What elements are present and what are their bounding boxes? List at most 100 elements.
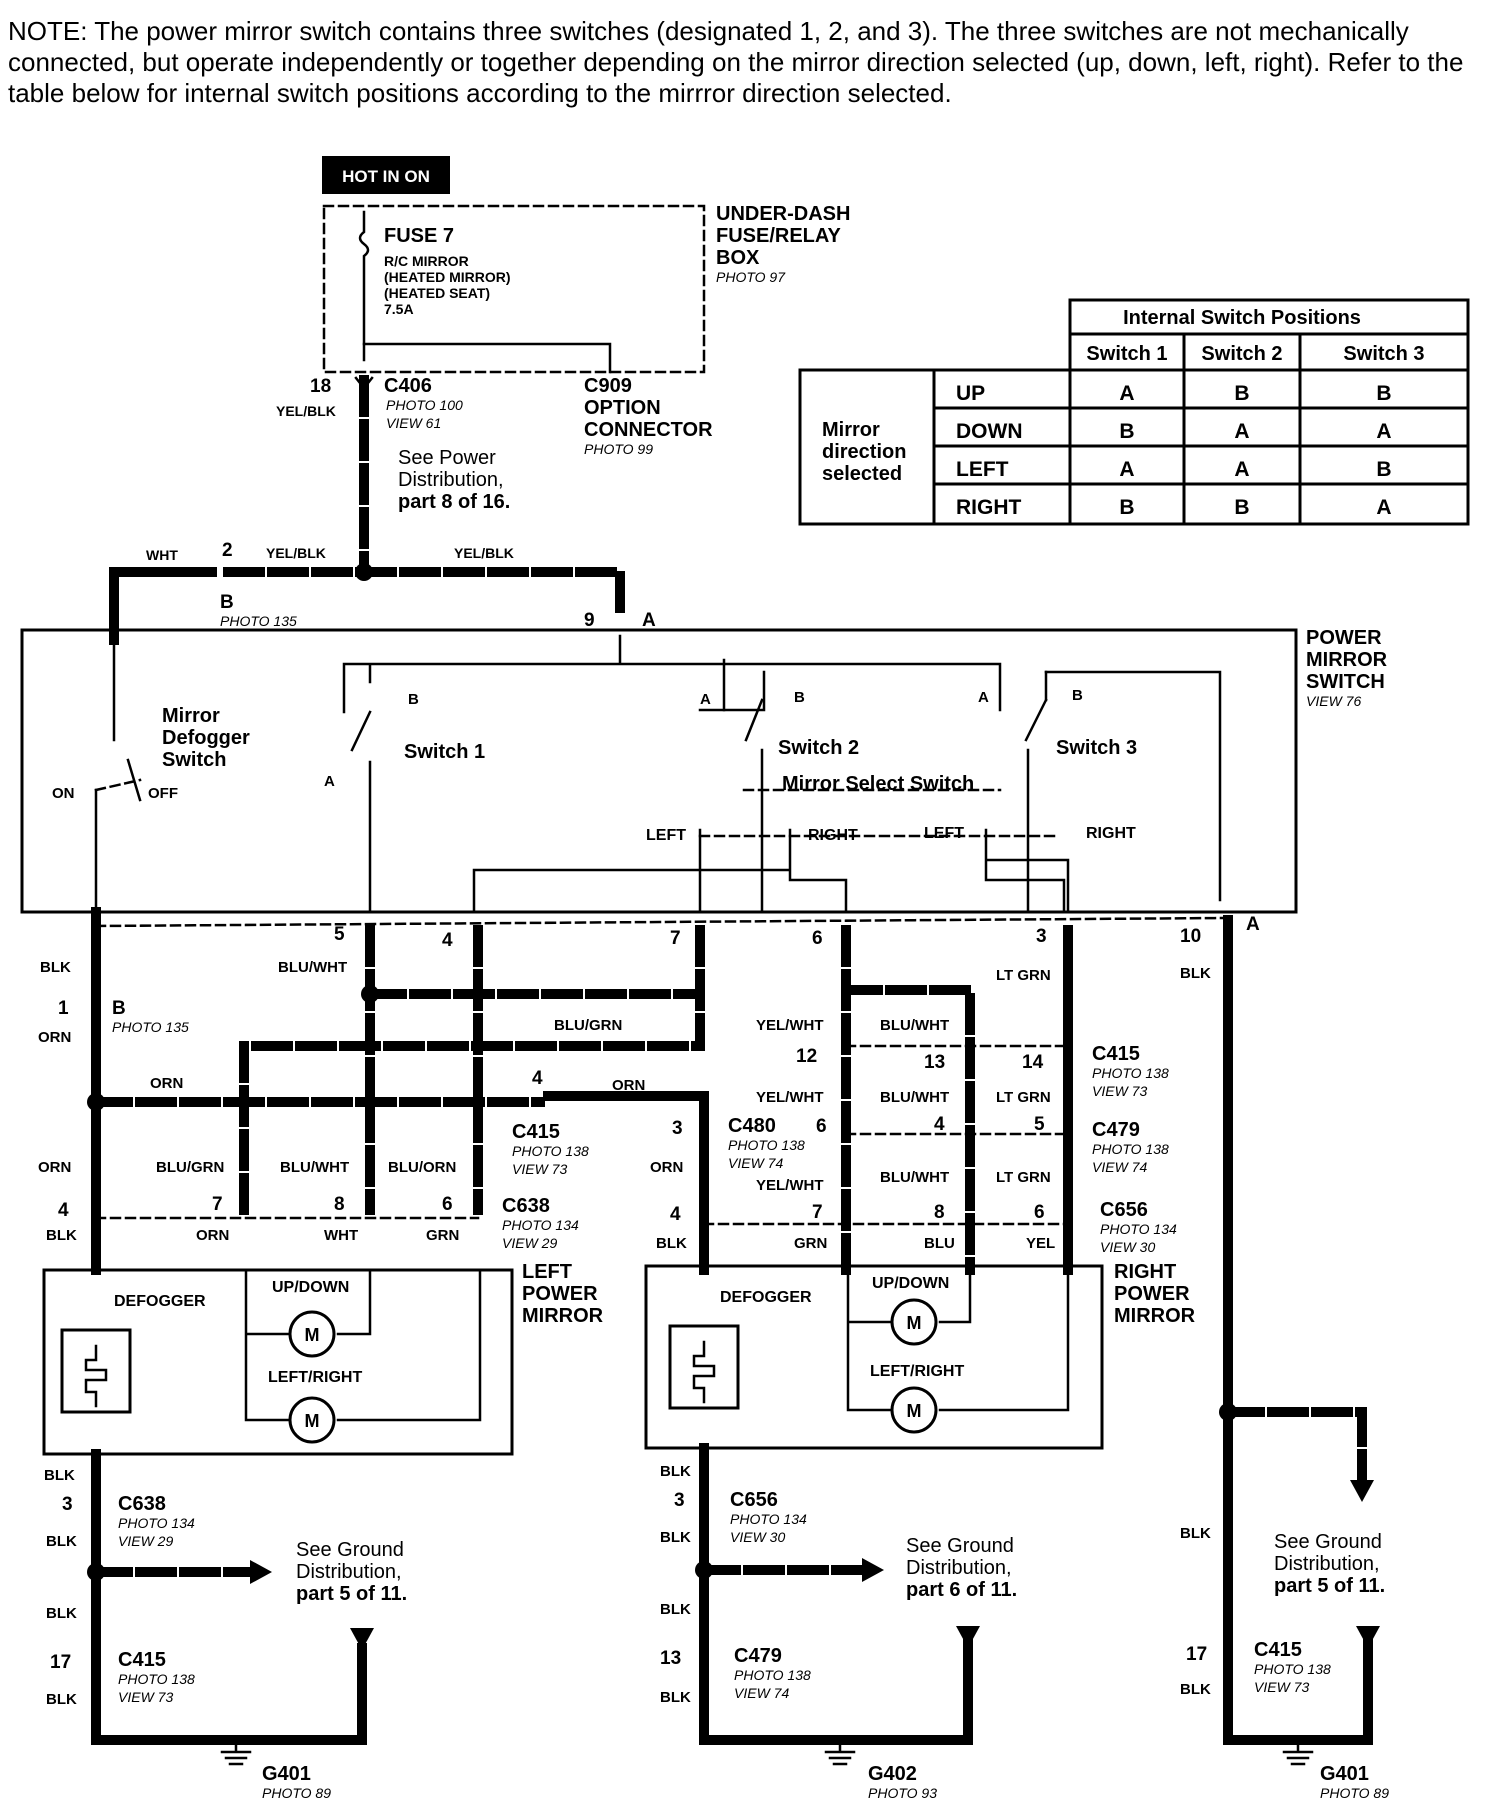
ground-right-see — [1223, 1407, 1367, 1485]
switch-block-name-1: POWER — [1306, 627, 1382, 649]
fuse-rating: 7.5A — [384, 301, 414, 317]
pin-a: A — [1246, 914, 1260, 935]
c909-name-2: OPTION — [584, 397, 661, 419]
fuse-circuit-1: R/C MIRROR — [384, 253, 469, 269]
wire-label-yel-wht: YEL/WHT — [756, 1177, 824, 1194]
right-p13: 13 — [924, 1052, 945, 1073]
right-c656-view: VIEW 30 — [1100, 1239, 1155, 1255]
switch-block-name-2: MIRROR — [1306, 649, 1388, 671]
table-title: Internal Switch Positions — [1123, 307, 1361, 329]
power-mirror-switch-box — [20, 628, 1298, 914]
gm-pin3: 3 — [674, 1490, 685, 1511]
left-mirror-updown: UP/DOWN — [272, 1279, 349, 1296]
defogger-switch-3: Switch — [162, 749, 226, 771]
right-defogger-element — [668, 1324, 740, 1410]
fuse-7-label: FUSE 7 — [384, 225, 454, 247]
note-text: NOTE: The power mirror switch contains t… — [8, 16, 1464, 108]
sw3-b: B — [1072, 687, 1083, 704]
bus-b: B — [220, 592, 234, 613]
right-c480-photo: PHOTO 138 — [728, 1137, 805, 1153]
fuse-circuit-3: (HEATED SEAT) — [384, 285, 490, 301]
hot-in-on-box — [322, 156, 450, 194]
right-p4b: 4 — [670, 1204, 681, 1225]
ground-mid-splice — [695, 1561, 713, 1579]
select-right-2: RIGHT — [1086, 825, 1136, 842]
right-p14: 14 — [1022, 1052, 1044, 1073]
wire-label-lt-grn: LT GRN — [996, 1169, 1051, 1186]
gl-ground-symbol — [220, 1738, 252, 1766]
right-c480: C480 — [728, 1115, 776, 1137]
right-heater-icon — [692, 1340, 716, 1404]
ground-right-arrow2 — [1356, 1626, 1380, 1648]
see-power-2: Distribution, — [398, 469, 504, 491]
ground-left-arrow — [250, 1560, 272, 1584]
gr-ground-symbol — [1282, 1738, 1314, 1766]
fuse-7-symbol — [358, 210, 370, 362]
gr-c415-view: VIEW 73 — [1254, 1679, 1309, 1695]
bus-yel-2: YEL/BLK — [454, 545, 514, 561]
see-power-1: See Power — [398, 447, 496, 469]
bus-pin2: 2 — [222, 540, 233, 561]
wire-label-blu: BLU — [924, 1235, 955, 1252]
c406-name: C406 — [384, 375, 432, 397]
right-mirror-name-2: POWER — [1114, 1283, 1190, 1305]
gr-see-1: See Ground — [1274, 1531, 1382, 1553]
right-p6: 6 — [816, 1116, 827, 1137]
left-mirror-name-3: MIRROR — [522, 1305, 604, 1327]
right-c415: C415 — [1092, 1043, 1140, 1065]
right-p8: 8 — [934, 1202, 945, 1223]
wire-label-yel-wht: YEL/WHT — [756, 1089, 824, 1106]
gm-blk-2: BLK — [660, 1529, 691, 1546]
ground-left-arrow2 — [350, 1628, 374, 1650]
defogger-on: ON — [52, 785, 75, 802]
fuse-box-photo: PHOTO 97 — [716, 269, 786, 285]
left-mirror-name-1: LEFT — [522, 1261, 572, 1283]
c415-dashes — [844, 1044, 1072, 1136]
gr-see-3: part 5 of 11. — [1274, 1575, 1385, 1597]
table-cell: B — [1119, 420, 1134, 443]
table-row-header-2: direction — [822, 441, 906, 463]
left-mirror-motor-wiring — [244, 1268, 482, 1422]
wire-label-blu-wht: BLU/WHT — [278, 959, 347, 976]
left-c415-pin: 4 — [532, 1068, 543, 1089]
see-power-3: part 8 of 16. — [398, 491, 510, 513]
left-b: B — [112, 998, 126, 1019]
bus-yel-1: YEL/BLK — [266, 545, 326, 561]
gr-pin17: 17 — [1186, 1644, 1207, 1665]
gm-pin13: 13 — [660, 1648, 681, 1669]
left-motor-m2: M — [305, 1411, 320, 1431]
c909-photo: PHOTO 99 — [584, 441, 653, 457]
bus-wht-label: WHT — [146, 547, 178, 563]
gm-c479-view: VIEW 74 — [734, 1685, 789, 1701]
fuse-box-name-3: BOX — [716, 247, 760, 269]
fuse-box-name-1: UNDER-DASH — [716, 203, 850, 225]
wire-blu-grn — [239, 925, 705, 1215]
gl-g: G401 — [262, 1763, 311, 1785]
gl-c638: C638 — [118, 1493, 166, 1515]
gl-see-2: Distribution, — [296, 1561, 402, 1583]
sw3-a: A — [978, 689, 989, 706]
right-motor-m1: M — [907, 1313, 922, 1333]
switch3-label: Switch 3 — [1056, 737, 1137, 759]
left-mirror-leftright: LEFT/RIGHT — [268, 1369, 362, 1386]
gl-blk-4: BLK — [46, 1691, 77, 1708]
gl-see-3: part 5 of 11. — [296, 1583, 407, 1605]
left-p6: 6 — [442, 1194, 453, 1215]
table-dir-up: UP — [956, 382, 985, 405]
right-leftright-motor-icon — [890, 1386, 938, 1434]
gr-blk-1: BLK — [1180, 1525, 1211, 1542]
wire-label-orn: ORN — [38, 1159, 71, 1176]
switch-position-table — [798, 298, 1470, 526]
gl-blk-2: BLK — [46, 1533, 77, 1550]
gm-blk-1: BLK — [660, 1463, 691, 1480]
right-p4: 4 — [934, 1114, 945, 1135]
gr-g-photo: PHOTO 89 — [1320, 1785, 1389, 1801]
right-mirror-defogger: DEFOGGER — [720, 1289, 812, 1306]
defogger-switch-2: Defogger — [162, 727, 250, 749]
gr-see-2: Distribution, — [1274, 1553, 1380, 1575]
gr-c415-photo: PHOTO 138 — [1254, 1661, 1331, 1677]
wire-label-blk: BLK — [40, 959, 71, 976]
ground-right-wire — [1223, 1639, 1373, 1745]
ground-left-wire — [91, 1449, 367, 1745]
